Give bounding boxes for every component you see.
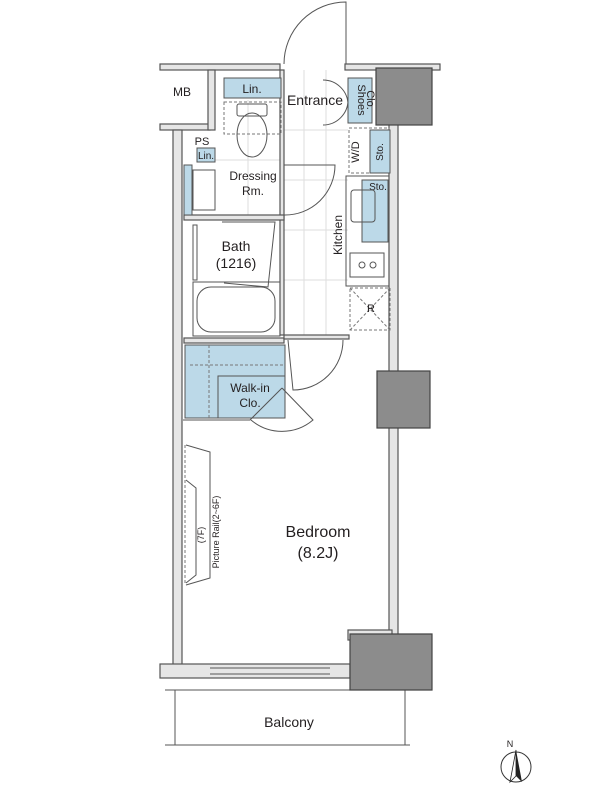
bedroom-door[interactable] [287,339,344,391]
picture-rail-label: Picture Rail(2~6F) [211,496,221,569]
linen-closet-small [196,147,216,163]
balcony-label: Balcony [264,714,314,730]
walk-in-closet-door[interactable] [183,387,314,432]
shoes-closet-label-2: Clo. [364,90,376,110]
dressing-room-label-1: Dressing [229,169,276,183]
refrigerator-label: R [367,303,375,315]
dressing-room-label-2: Rm. [242,184,264,198]
storage-2-label: Sto. [369,182,387,193]
column-middle-right [376,370,431,429]
ps-label: PS [195,136,210,148]
north-compass-icon [500,749,532,784]
shoes-closet-label-1: Shoes [355,84,367,116]
linen-small-label: Lin. [198,151,214,162]
shoes-closet [347,77,373,124]
walk-in-closet-label-1: Walk-in [230,381,270,395]
mb-label: MB [173,85,191,99]
bath-label-1: Bath [222,238,251,254]
bedroom-label-1: Bedroom [286,524,351,541]
walk-in-closet [184,344,286,419]
stove-icon [349,252,385,278]
washbasin-counter [183,164,193,216]
corridor-tiles [215,70,348,335]
bathtub-frame [192,281,281,337]
picture-rail-7f-label: (7F) [196,527,206,544]
north-label: N [507,739,514,749]
storage-1-label: Sto. [375,143,386,161]
dressing-room-door[interactable] [283,164,336,216]
sink-icon [350,189,376,223]
wd-label: W/D [350,141,362,162]
toilet-icon [223,101,282,158]
linen-closet-top [223,77,282,99]
bath-door[interactable] [222,221,276,288]
column-top-right [375,67,433,126]
walk-in-closet-label-2: Clo. [239,396,260,410]
bath-shelf [192,224,198,281]
kitchen-label: Kitchen [331,215,345,255]
entrance-label: Entrance [287,92,343,108]
bedroom-label-2: (8.2J) [298,545,339,562]
bath-label-2: (1216) [216,255,256,271]
bathtub-icon [196,286,276,333]
refrigerator-space [349,287,391,331]
washbasin-icon [192,169,216,211]
column-bottom-right [349,633,433,691]
storage-1 [369,129,391,174]
kitchen-counter [345,175,390,287]
linen-top-label: Lin. [242,82,261,96]
picture-rail [184,444,211,586]
